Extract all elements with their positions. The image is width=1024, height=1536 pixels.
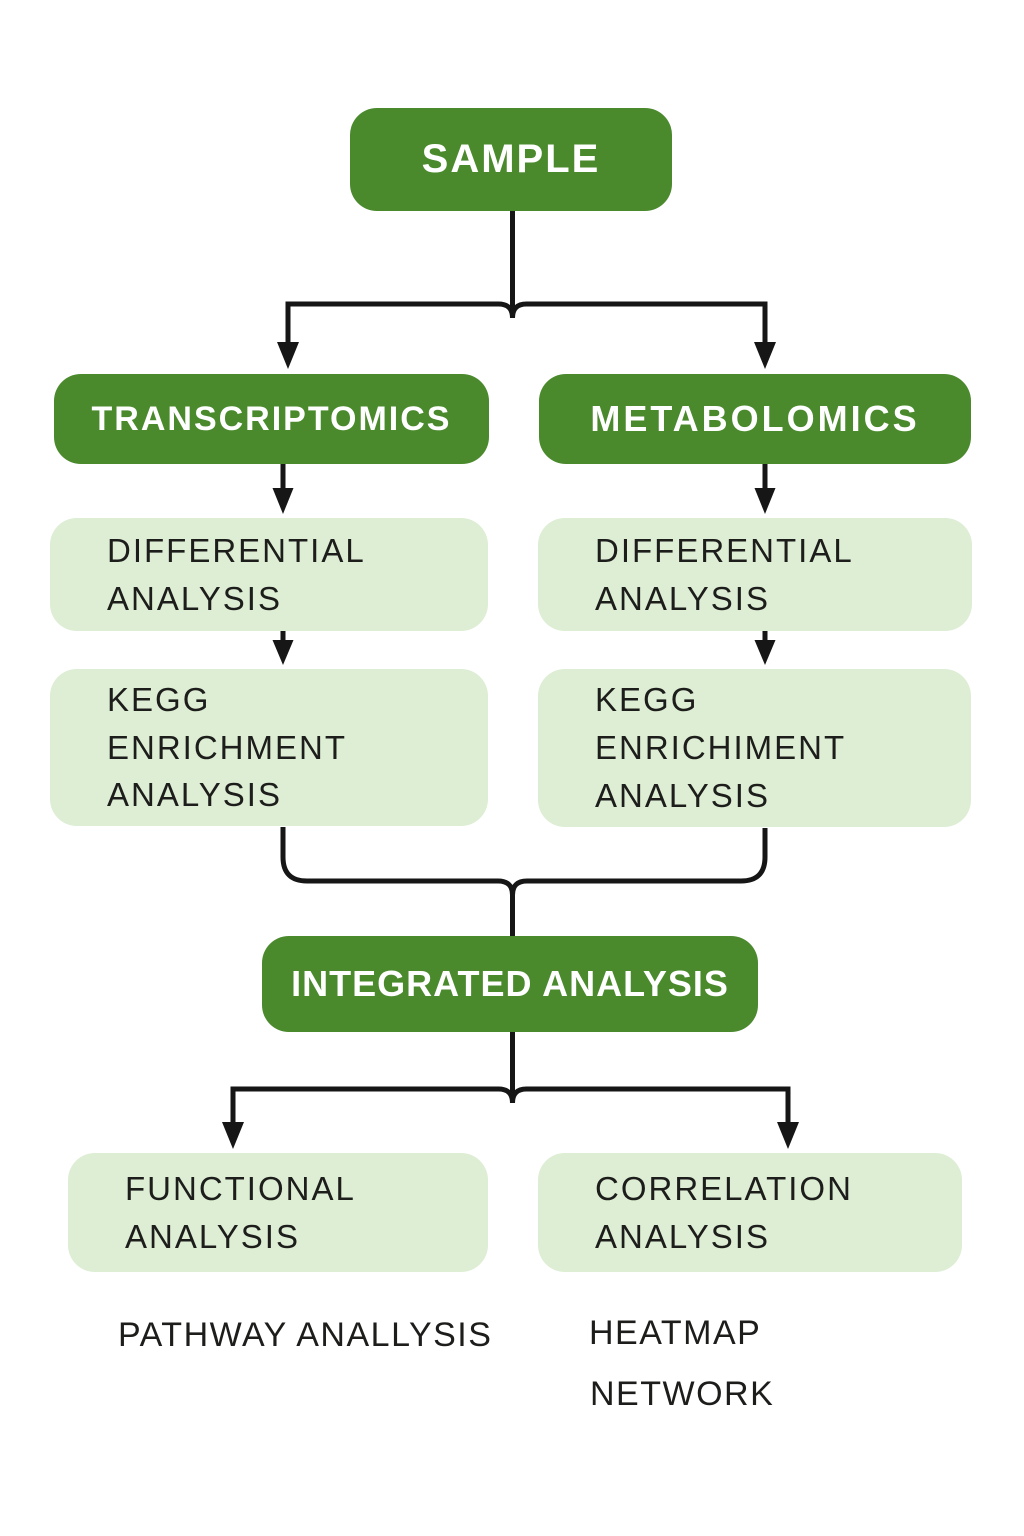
- arrowhead-to-differential-right: [754, 488, 776, 514]
- node-integrated-analysis: INTEGRATED ANALYSIS: [262, 936, 758, 1032]
- arrowhead-to-metabolomics: [754, 342, 776, 369]
- connector-integrated-to-correlation: [510, 1086, 791, 1124]
- node-differential-analysis-transcriptomics: DIFFERENTIAL ANALYSIS: [50, 518, 488, 631]
- node-functional-analysis: FUNCTIONAL ANALYSIS: [68, 1153, 488, 1272]
- pathway-analysis-label: PATHWAY ANALLYSIS: [118, 1316, 493, 1354]
- arrowhead-to-kegg-right: [754, 640, 776, 665]
- heatmap-label: HEATMAP: [589, 1314, 762, 1352]
- node-correlation-analysis: CORRELATION ANALYSIS: [538, 1153, 962, 1272]
- connector-sample-to-metabolomics: [510, 301, 768, 342]
- node-sample: SAMPLE: [350, 108, 672, 211]
- network-label: NETWORK: [590, 1375, 775, 1413]
- node-kegg-enrichment-transcriptomics: KEGG ENRICHMENT ANALYSIS: [50, 669, 488, 826]
- node-differential-analysis-metabolomics: DIFFERENTIAL ANALYSIS: [538, 518, 972, 631]
- connector-integrated-to-functional: [230, 1086, 515, 1124]
- arrowhead-to-differential-left: [272, 488, 294, 514]
- arrowhead-to-correlation: [777, 1122, 799, 1149]
- node-kegg-enrichment-metabolomics: KEGG ENRICHIMENT ANALYSIS: [538, 669, 971, 827]
- connector-sample-to-transcriptomics: [285, 301, 515, 342]
- arrowhead-to-functional: [222, 1122, 244, 1149]
- connector-kegg-left-to-integrated: [280, 827, 515, 937]
- node-metabolomics: METABOLOMICS: [539, 374, 971, 464]
- node-transcriptomics: TRANSCRIPTOMICS: [54, 374, 489, 464]
- connector-kegg-right-to-integrated: [510, 828, 768, 896]
- arrowhead-to-transcriptomics: [277, 342, 299, 369]
- arrowhead-to-kegg-left: [272, 640, 294, 665]
